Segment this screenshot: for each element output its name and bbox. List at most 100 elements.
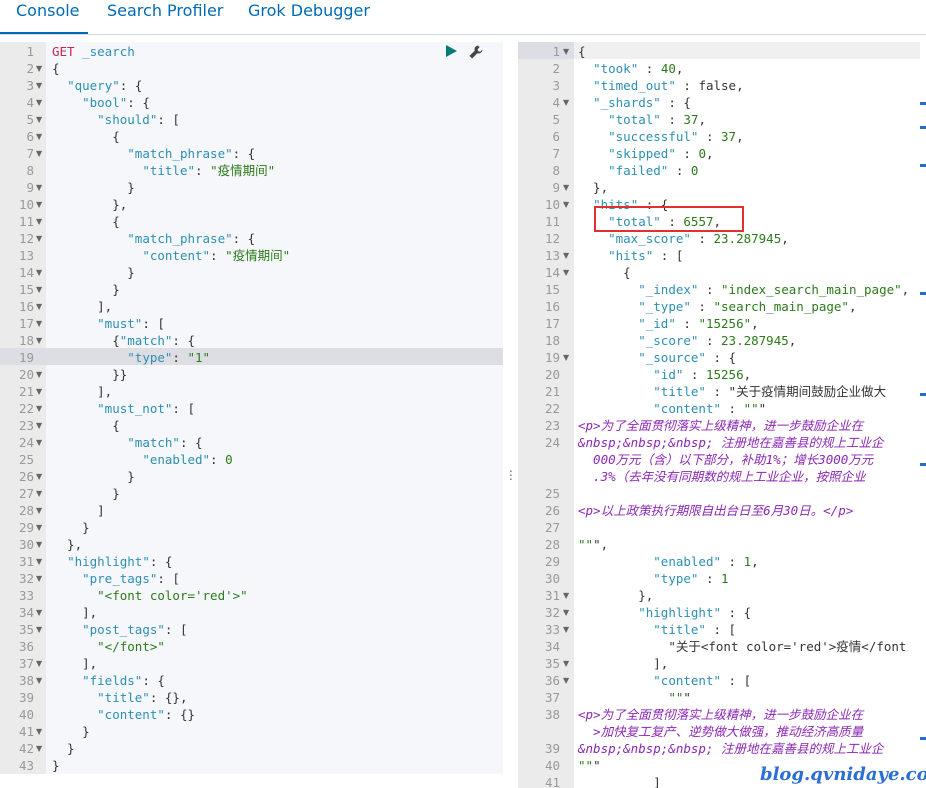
fold-toggle-icon[interactable]: ▼	[36, 200, 43, 209]
fold-toggle-icon[interactable]: ▼	[36, 523, 43, 532]
fold-toggle-icon[interactable]: ▼	[563, 608, 570, 617]
request-editor-area[interactable]	[46, 42, 503, 774]
request-code-line[interactable]: "should": [	[97, 112, 180, 127]
request-code-line[interactable]: "pre_tags": [	[82, 571, 180, 586]
request-code-line[interactable]: "bool": {	[82, 95, 150, 110]
request-code-line[interactable]: "query": {	[67, 78, 143, 93]
fold-toggle-icon[interactable]: ▼	[36, 115, 43, 124]
request-code-line[interactable]: {	[52, 61, 60, 76]
request-code-line[interactable]: },	[52, 537, 83, 552]
fold-toggle-icon[interactable]: ▼	[36, 234, 43, 243]
request-code-line[interactable]: }	[52, 180, 135, 195]
tab-grok-debugger[interactable]: Grok Debugger	[248, 1, 370, 20]
request-code-line[interactable]: }	[52, 469, 135, 484]
pane-resize-handle[interactable]: ...	[509, 461, 513, 483]
fold-toggle-icon[interactable]: ▼	[36, 98, 43, 107]
request-code-line[interactable]: "content": {}	[97, 707, 195, 722]
request-method-line[interactable]: GET _search	[52, 44, 135, 59]
request-code-line[interactable]: }	[52, 724, 90, 739]
request-code-line[interactable]: }	[52, 758, 60, 773]
fold-toggle-icon[interactable]: ▼	[563, 676, 570, 685]
fold-toggle-icon[interactable]: ▼	[36, 404, 43, 413]
request-code-line[interactable]: "title": {},	[97, 690, 188, 705]
request-code-line[interactable]: "match_phrase": {	[127, 231, 256, 246]
request-code-line[interactable]: "match": {	[127, 435, 203, 450]
request-code-line[interactable]: "content": "疫情期间"	[142, 248, 291, 263]
line-number: 3	[26, 78, 34, 93]
fold-toggle-icon[interactable]: ▼	[36, 387, 43, 396]
request-code-line[interactable]: {	[52, 418, 120, 433]
request-code-line[interactable]: ]	[52, 503, 105, 518]
fold-toggle-icon[interactable]: ▼	[36, 540, 43, 549]
fold-toggle-icon[interactable]: ▼	[36, 489, 43, 498]
tab-console[interactable]: Console	[16, 1, 80, 20]
fold-toggle-icon[interactable]: ▼	[563, 625, 570, 634]
request-code-line[interactable]: }	[52, 282, 120, 297]
request-code-line[interactable]: ],	[52, 656, 98, 671]
fold-toggle-icon[interactable]: ▼	[36, 472, 43, 481]
request-code-line[interactable]: "post_tags": [	[82, 622, 188, 637]
request-code-line[interactable]: "fields": {	[82, 673, 165, 688]
fold-toggle-icon[interactable]: ▼	[563, 268, 570, 277]
fold-toggle-icon[interactable]: ▼	[36, 506, 43, 515]
request-code-line[interactable]: ],	[52, 605, 98, 620]
play-icon[interactable]	[446, 45, 457, 57]
response-scrollbar[interactable]	[920, 42, 926, 788]
request-code-line[interactable]: },	[52, 197, 128, 212]
wrench-icon[interactable]	[468, 44, 484, 60]
request-code-line[interactable]: }}	[52, 367, 128, 382]
fold-toggle-icon[interactable]: ▼	[36, 625, 43, 634]
fold-toggle-icon[interactable]: ▼	[563, 47, 570, 56]
request-code-line[interactable]: "type": "1"	[127, 350, 211, 365]
request-code-line[interactable]: "</font>"	[97, 639, 165, 654]
fold-toggle-icon[interactable]: ▼	[36, 744, 43, 753]
request-code-line[interactable]: {"match": {	[52, 333, 196, 348]
fold-toggle-icon[interactable]: ▼	[563, 200, 570, 209]
request-code-line[interactable]: }	[52, 486, 120, 501]
fold-toggle-icon[interactable]: ▼	[36, 132, 43, 141]
request-code-line[interactable]: "must": [	[97, 316, 165, 331]
request-code-line[interactable]: ],	[52, 299, 113, 314]
fold-toggle-icon[interactable]: ▼	[36, 676, 43, 685]
fold-toggle-icon[interactable]: ▼	[563, 98, 570, 107]
fold-toggle-icon[interactable]: ▼	[36, 319, 43, 328]
fold-toggle-icon[interactable]: ▼	[36, 438, 43, 447]
request-code-line[interactable]: "title": "疫情期间"	[142, 163, 276, 178]
line-number: 27	[18, 486, 34, 501]
request-code-line[interactable]: "enabled": 0	[142, 452, 233, 467]
fold-toggle-icon[interactable]: ▼	[36, 370, 43, 379]
fold-toggle-icon[interactable]: ▼	[36, 727, 43, 736]
request-code-line[interactable]: ],	[52, 384, 113, 399]
request-code-line[interactable]: }	[52, 520, 90, 535]
fold-toggle-icon[interactable]: ▼	[36, 217, 43, 226]
fold-toggle-icon[interactable]: ▼	[36, 183, 43, 192]
fold-toggle-icon[interactable]: ▼	[563, 591, 570, 600]
fold-toggle-icon[interactable]: ▼	[36, 285, 43, 294]
fold-toggle-icon[interactable]: ▼	[36, 557, 43, 566]
request-code-line[interactable]: "match_phrase": {	[127, 146, 256, 161]
fold-toggle-icon[interactable]: ▼	[36, 336, 43, 345]
request-code-line[interactable]: }	[52, 741, 75, 756]
request-code-line[interactable]: }	[52, 265, 135, 280]
fold-toggle-icon[interactable]: ▼	[36, 149, 43, 158]
request-code-line[interactable]: "must_not": [	[97, 401, 196, 416]
fold-toggle-icon[interactable]: ▼	[36, 574, 43, 583]
fold-toggle-icon[interactable]: ▼	[563, 183, 570, 192]
fold-toggle-icon[interactable]: ▼	[563, 659, 570, 668]
fold-toggle-icon[interactable]: ▼	[36, 64, 43, 73]
request-code-line[interactable]: {	[52, 214, 120, 229]
fold-toggle-icon[interactable]: ▼	[36, 608, 43, 617]
fold-toggle-icon[interactable]: ▼	[36, 81, 43, 90]
fold-toggle-icon[interactable]: ▼	[36, 302, 43, 311]
line-number: 33	[18, 588, 34, 603]
fold-toggle-icon[interactable]: ▼	[563, 251, 570, 260]
fold-toggle-icon[interactable]: ▼	[36, 421, 43, 430]
request-code-line[interactable]: "highlight": {	[67, 554, 173, 569]
request-code-line[interactable]: {	[52, 129, 120, 144]
fold-toggle-icon[interactable]: ▼	[36, 659, 43, 668]
fold-toggle-icon[interactable]: ▼	[563, 353, 570, 362]
request-code-line[interactable]: "<font color='red'>"	[97, 588, 248, 603]
tab-search-profiler[interactable]: Search Profiler	[107, 1, 224, 20]
fold-toggle-icon[interactable]: ▼	[36, 268, 43, 277]
